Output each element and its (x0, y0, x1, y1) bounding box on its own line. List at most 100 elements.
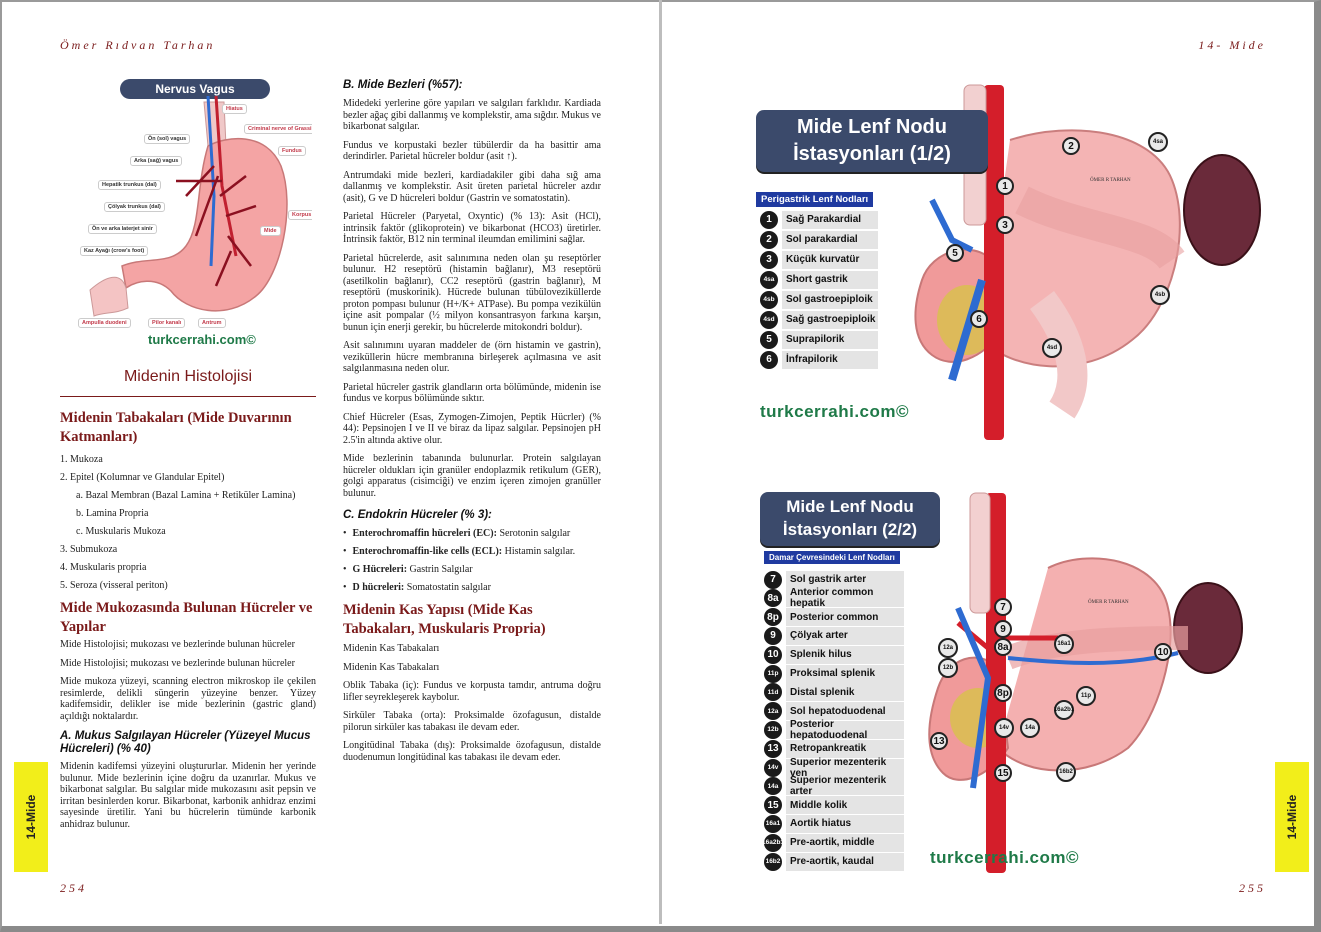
layer-item: 2. Epitel (Kolumnar ve Glandular Epitel) (60, 472, 225, 483)
endocrine-desc: Gastrin Salgılar (407, 564, 473, 575)
legend-number: 4sd (760, 310, 778, 329)
marker-node: 11p (1076, 686, 1096, 706)
legend-label: Posterior hepatoduodenal (786, 719, 904, 741)
endocrine-desc: Histamin salgılar. (502, 546, 576, 557)
legend-number: 14v (764, 758, 782, 777)
mucus-heading: A. Mukus Salgılayan Hücreler (Yüzeyel Mu… (60, 730, 311, 755)
legend-label: Sol hepatoduodenal (786, 702, 904, 721)
marker-node: 8a (994, 638, 1012, 656)
side-tab-label: 14-Mide (24, 794, 38, 840)
page-number-right: 255 (1239, 881, 1266, 895)
layers-heading: Midenin Tabakaları (Mide Duvarının Katma… (60, 410, 292, 445)
label-hiatus: Hiatus (222, 104, 247, 114)
muscle-paragraph: Midenin Kas Tabakaları (343, 643, 440, 654)
layer-item: b. Lamina Propria (76, 508, 149, 519)
marker-node: 6 (970, 310, 988, 328)
legend-number: 6 (760, 350, 778, 369)
endocrine-heading: C. Endokrin Hücreler (% 3): (343, 509, 492, 521)
legend-number: 10 (764, 645, 782, 664)
figure-2-watermark: turkcerrahi.com© (930, 848, 1080, 867)
endocrine-list: Enterochromaffin hücreleri (EC): Seroton… (343, 525, 601, 597)
legend-label: Anterior common hepatik (786, 587, 904, 609)
marker-node: 15 (994, 764, 1012, 782)
legend-number: 12a (764, 702, 782, 721)
marker-node: 14a (1020, 718, 1040, 738)
layer-item: c. Muskularis Mukoza (76, 526, 166, 537)
figure-2-title-line-1: Mide Lenf Nodu (786, 497, 914, 516)
label-ampulla: Ampulla duodeni (78, 318, 131, 328)
figure-2-title-line-2: İstasyonları (2/2) (782, 520, 918, 539)
legend-label: İnfrapilorik (782, 350, 878, 369)
left-page: Ömer Rıdvan Tarhan 254 14-Mide Nervus Va… (0, 0, 660, 924)
running-head-right: 14- Mide (1198, 38, 1266, 52)
endocrine-term: G Hücreleri: (352, 564, 408, 575)
legend-number: 14a (764, 777, 782, 796)
glands-heading: B. Mide Bezleri (%57): (343, 79, 463, 91)
glands-paragraph: Parietal hücreler gastrik glandların ort… (343, 381, 601, 405)
glands-paragraph: Chief Hücreler (Esas, Zymogen-Zimojen, P… (343, 411, 601, 446)
legend-number: 12b (764, 720, 782, 739)
legend-number: 16b2 (764, 852, 782, 871)
legend-number: 13 (764, 739, 782, 758)
label-criminal-nerve: Criminal nerve of Grassi (244, 124, 312, 134)
legend-number: 4sb (760, 290, 778, 309)
legend-label: Sağ gastroepiploik (782, 310, 878, 329)
cells-paragraph-3: Mide mukoza yüzeyi, scanning electron mi… (60, 676, 316, 722)
glands-paragraph: Antrumdaki mide bezleri, kardiadakiler g… (343, 169, 601, 204)
layer-item: a. Bazal Membran (Bazal Lamina + Retikül… (76, 490, 296, 501)
marker-node: 4sd (1042, 338, 1062, 358)
vagus-figure-title: Nervus Vagus (120, 79, 270, 99)
right-page: 14- Mide 255 14-Mide Mide Lenf Nodu İsta… (662, 0, 1312, 924)
legend-label: Superior mezenterik ven (786, 757, 904, 779)
glands-paragraph: Parietal hücrelerde, asit salınımına ned… (343, 252, 601, 333)
stomach-illustration (89, 95, 288, 317)
glands-paragraph: Asit salınımını uyaran maddeler de (örn … (343, 340, 601, 374)
legend-number: 4sa (760, 270, 778, 289)
muscle-paragraph: Longitüdinal Tabaka (dış): Proksimalde ö… (343, 740, 601, 763)
label-mide: Mide (260, 226, 281, 236)
label-fundus: Fundus (278, 146, 306, 156)
marker-node: 5 (946, 244, 964, 262)
layer-item: 4. Muskularis propria (60, 562, 147, 573)
legend-label: Short gastrik (782, 270, 878, 289)
legend-number: 1 (760, 210, 778, 229)
label-kaz-ayagi: Kaz Ayağı (crow's foot) (80, 246, 149, 256)
marker-node: 14v (994, 718, 1014, 738)
legend-number: 8a (764, 589, 782, 608)
legend-label: Sol parakardial (782, 230, 878, 249)
figure-1-watermark: turkcerrahi.com© (760, 402, 910, 421)
marker-node: 8p (994, 684, 1012, 702)
layers-list: 1. Mukoza 2. Epitel (Kolumnar ve Glandul… (60, 451, 316, 595)
label-antrum: Antrum (198, 318, 226, 328)
figure-2-legend-heading: Damar Çevresindeki Lenf Nodları (764, 551, 900, 564)
muscle-paragraph: Sirküler Tabaka (orta): Proksimalde özof… (343, 710, 601, 733)
page-gutter (659, 0, 662, 924)
legend-label: Küçük kurvatür (782, 250, 878, 269)
legend-number: 2 (760, 230, 778, 249)
legend-label: Sağ Parakardial (782, 210, 878, 229)
label-pilor: Pilor kanalı (148, 318, 186, 328)
side-tab-right: 14-Mide (1275, 762, 1309, 872)
endocrine-item: Enterochromaffin hücreleri (EC): Seroton… (343, 525, 601, 543)
cells-paragraph-2: Mide Histolojisi; mukozası ve bezlerinde… (60, 657, 295, 669)
figure-1-logo: ÖMER R TARHAN (1090, 178, 1131, 183)
marker-node: 12a (938, 638, 958, 658)
legend-label: Posterior common (786, 608, 904, 627)
page-number-left: 254 (60, 881, 87, 895)
left-column-2: B. Mide Bezleri (%57): Midedeki yerlerin… (343, 79, 601, 763)
